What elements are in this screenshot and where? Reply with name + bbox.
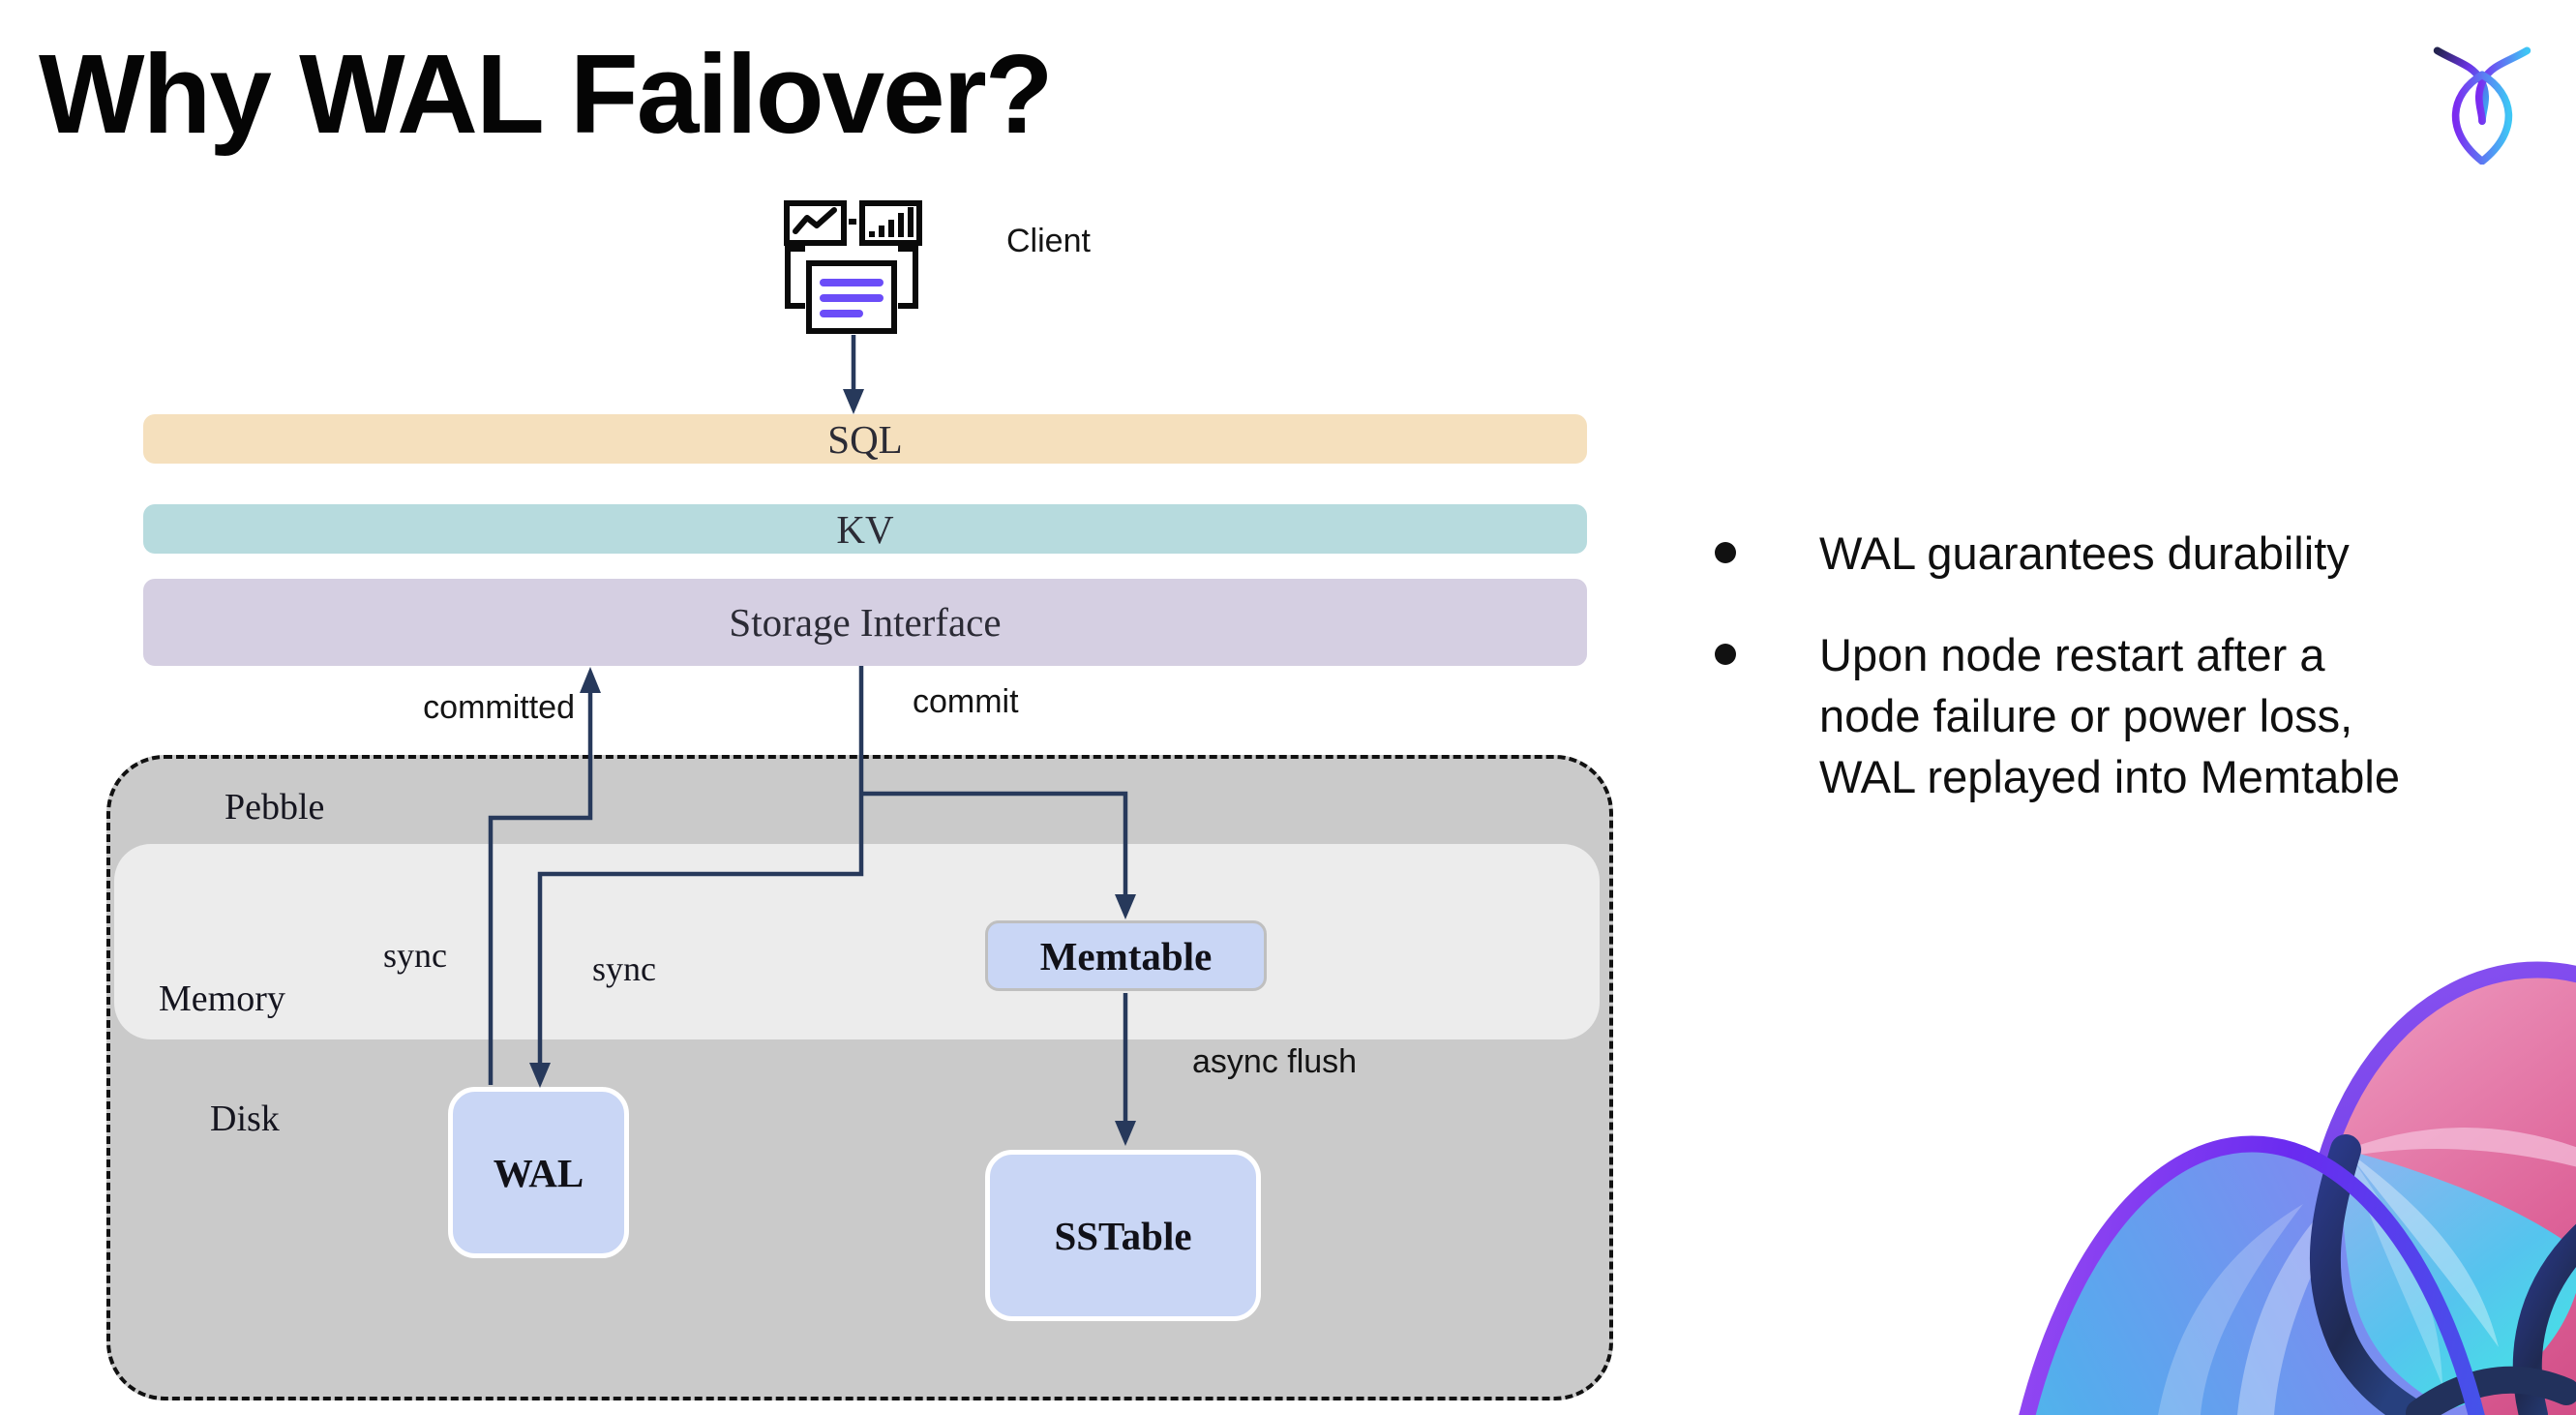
client-label: Client [1006, 223, 1091, 259]
brand-art [1995, 960, 2576, 1415]
client-icon [784, 200, 922, 334]
bullet-text: WAL guarantees durability [1819, 527, 2350, 579]
memory-band [114, 844, 1600, 1039]
bullet-list: WAL guarantees durability Upon node rest… [1715, 523, 2566, 807]
disk-label: Disk [210, 1099, 280, 1139]
committed-label: committed [423, 689, 575, 726]
layer-storage-label: Storage Interface [729, 600, 1002, 645]
list-item: Upon node restart after a node failure o… [1715, 624, 2566, 807]
cockroachdb-logo-icon [2433, 46, 2531, 165]
memory-label: Memory [159, 978, 285, 1019]
bullet-text: Upon node restart after a node failure o… [1819, 629, 2400, 802]
wal-box: WAL [448, 1087, 629, 1258]
sync-left-label: sync [383, 936, 447, 975]
commit-label: commit [913, 683, 1019, 720]
wal-label: WAL [493, 1150, 584, 1195]
layer-storage-interface: Storage Interface [143, 579, 1587, 666]
layer-kv-label: KV [836, 506, 894, 552]
sstable-label: SSTable [1054, 1213, 1192, 1258]
brand-art-graphic [2019, 961, 2576, 1415]
layer-sql: SQL [143, 414, 1587, 464]
layer-sql-label: SQL [827, 416, 903, 462]
bullet-icon [1715, 644, 1736, 665]
pebble-label: Pebble [225, 787, 325, 828]
memtable-box: Memtable [985, 920, 1267, 991]
async-flush-label: async flush [1192, 1043, 1358, 1080]
page-title: Why WAL Failover? [39, 31, 1054, 157]
bullet-icon [1715, 542, 1736, 563]
memtable-label: Memtable [1039, 933, 1213, 978]
layer-kv: KV [143, 504, 1587, 554]
sync-right-label: sync [592, 949, 656, 988]
arrowhead-client [843, 389, 864, 414]
list-item: WAL guarantees durability [1715, 523, 2566, 584]
arrowhead-committed [580, 667, 601, 693]
sstable-box: SSTable [985, 1150, 1261, 1321]
